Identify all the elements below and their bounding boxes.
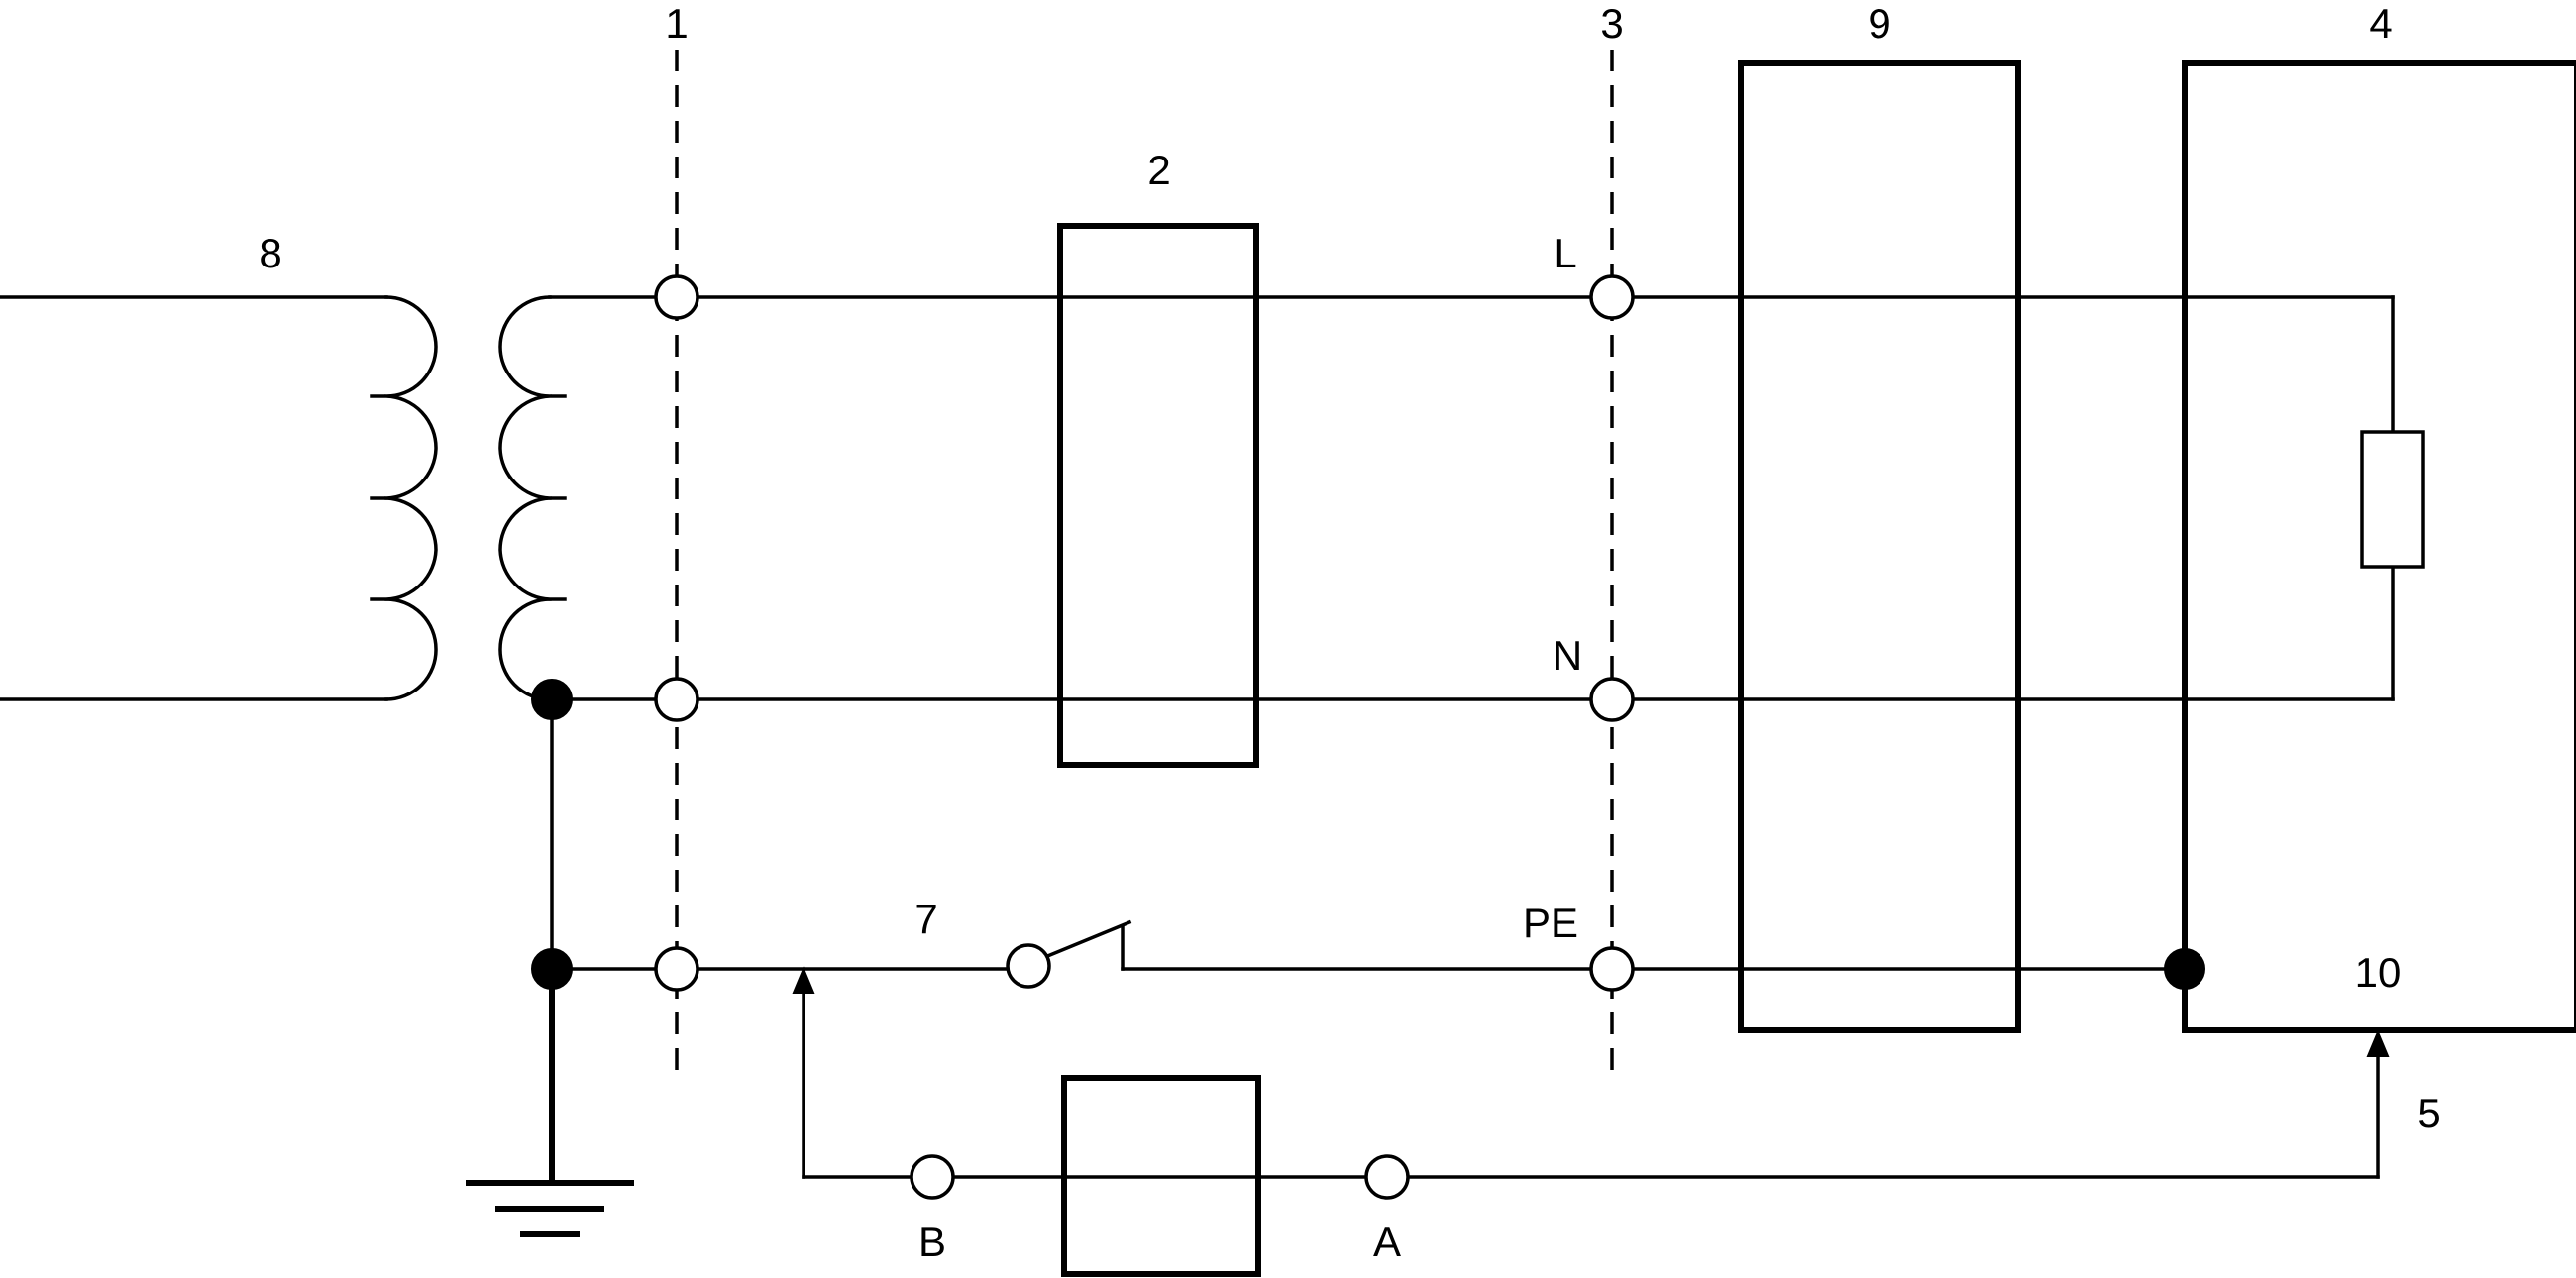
measuring-instrument-box [1061, 1075, 1261, 1277]
label-1: 1 [665, 0, 688, 47]
test-lead-left-arrow [792, 966, 815, 994]
terminal-B [910, 1154, 955, 1200]
secondary-winding [498, 295, 567, 701]
terminal-A [1364, 1154, 1410, 1200]
load-resistor [2360, 430, 2425, 569]
junction-earth-pe [531, 948, 573, 990]
terminal-1-PE [654, 946, 699, 992]
earth-ground-symbol [466, 1180, 634, 1237]
terminal-3-L [1589, 274, 1635, 320]
label-3: 3 [1600, 0, 1623, 47]
terminal-1-N [654, 677, 699, 722]
label-L: L [1554, 230, 1576, 276]
label-5: 5 [2417, 1090, 2440, 1136]
label-10: 10 [2355, 949, 2402, 996]
junction-pe-enclosure [2164, 948, 2205, 990]
terminal-3-N [1589, 677, 1635, 722]
junction-neutral-earth [531, 679, 573, 720]
label-7: 7 [914, 896, 937, 942]
component-9-box [1738, 60, 2021, 1033]
component-4-enclosure [2182, 60, 2576, 1033]
label-9: 9 [1868, 0, 1890, 47]
switch-7 [1042, 919, 1132, 971]
test-lead-right-arrow [2366, 1029, 2390, 1057]
component-2-box [1057, 223, 1259, 768]
label-PE: PE [1523, 900, 1578, 946]
terminal-3-PE [1589, 946, 1635, 992]
label-B: B [918, 1219, 946, 1265]
label-4: 4 [2369, 0, 2392, 47]
primary-winding [370, 295, 438, 701]
label-N: N [1553, 632, 1582, 679]
transformer [0, 295, 567, 701]
switch-7-contact [1006, 943, 1051, 989]
label-8: 8 [259, 230, 281, 276]
label-A: A [1373, 1219, 1401, 1265]
terminal-1-L [654, 274, 699, 320]
label-2: 2 [1147, 147, 1170, 193]
